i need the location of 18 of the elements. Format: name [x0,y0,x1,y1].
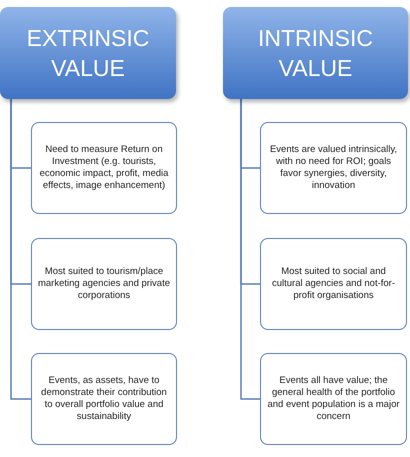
heading-text: INTRINSIC VALUE [257,24,374,83]
text-box [260,238,407,330]
text-box [31,122,177,214]
body-text: Events all have value; the general health of the portfolio and event population is a major concern [266,375,401,423]
body-text: Most suited to tourism/place marketing agencies and private corporations [36,266,172,302]
text-box [260,122,407,214]
text-box [31,353,177,445]
body-text: Most suited to social and cultural agencies and not-for-profit organisations [270,266,396,302]
text-box [31,238,177,330]
header-box [223,7,408,99]
connector-line [240,99,260,400]
connector-line [10,99,31,400]
heading-text: EXTRINSIC VALUE [26,24,150,83]
body-text: Need to measure Return on Investment (e.g. tourists, economic impact, profit, media effects, image enhancement) [38,144,170,192]
text-box [260,353,407,445]
body-text: Events, as assets, have to demonstrate their contribution to overall portfolio value and sustainability [40,375,168,423]
header-box [0,7,176,99]
body-text: Events are valued intrinsically, with no need for ROI; goals favor synergies, diversity, innovation [268,144,398,192]
